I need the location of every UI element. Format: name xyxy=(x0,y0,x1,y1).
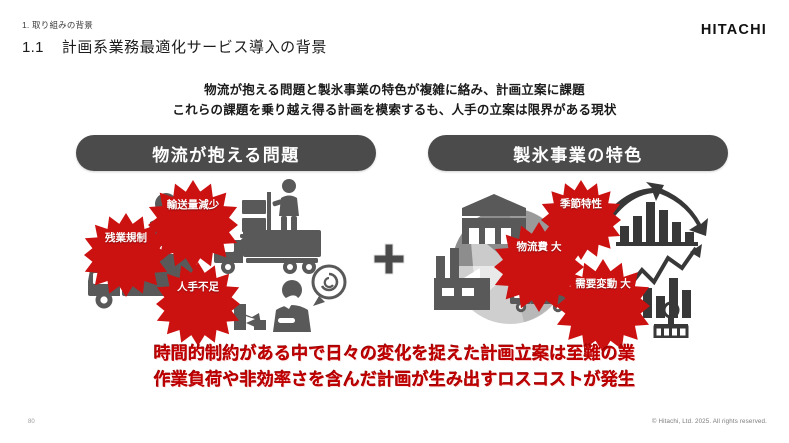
factory-icon xyxy=(434,248,490,310)
punchline-line-2: 作業負荷や非効率さを含んだ計画が生み出すロスコストが発生 xyxy=(153,370,636,389)
section-number: 1.1 xyxy=(22,39,44,56)
page-number: 80 xyxy=(28,419,35,425)
panel-heading-ice-business-label: 製氷事業の特色 xyxy=(513,145,643,165)
copyright-notice: © Hitachi, Ltd. 2025. All rights reserve… xyxy=(651,418,767,425)
panel-heading-ice-business: 製氷事業の特色 xyxy=(428,135,728,171)
badge-demand-volatility-high: 需要変動 大 xyxy=(556,259,650,353)
thought-bubble-icon xyxy=(311,264,347,306)
seasonal-bar-chart-icon xyxy=(600,182,708,246)
lead-text: 物流が抱える問題と製氷事業の特色が複雑に絡み、計画立案に課題 これらの課題を乗り… xyxy=(0,80,789,120)
badge-logistics-cost-high-label: 物流費 大 xyxy=(516,240,562,253)
panel-heading-logistics-label: 物流が抱える問題 xyxy=(152,145,300,165)
hitachi-logo: HITACHI xyxy=(700,22,767,38)
page-title: 1.1 計画系業務最適化サービス導入の背景 xyxy=(22,36,327,57)
lead-line-1: 物流が抱える問題と製氷事業の特色が複雑に絡み、計画立案に課題 xyxy=(204,83,585,97)
worried-person-icon xyxy=(273,280,311,332)
badge-demand-volatility-high-label: 需要変動 大 xyxy=(575,277,631,290)
punchline-line-1: 時間的制約がある中で日々の変化を捉えた計画立案は至難の業 xyxy=(153,344,636,363)
badge-seasonal-characteristics-label: 季節特性 xyxy=(560,197,602,210)
punchline: 時間的制約がある中で日々の変化を捉えた計画立案は至難の業 作業負荷や非効率さを含… xyxy=(0,341,789,393)
badge-labor-shortage-label: 人手不足 xyxy=(177,280,219,293)
badge-transport-volume-decline: 輸送量減少 xyxy=(148,180,238,270)
plus-icon xyxy=(372,242,406,276)
breadcrumb: 1. 取り組みの背景 xyxy=(22,20,93,30)
warehouse-worker-icon xyxy=(272,179,299,238)
section-title: 計画系業務最適化サービス導入の背景 xyxy=(61,39,327,56)
badge-seasonal-characteristics: 季節特性 xyxy=(541,180,621,260)
demand-volatility-chart-icon xyxy=(626,244,702,338)
badge-overtime-regulation: 残業規制 xyxy=(84,213,168,297)
badge-transport-volume-decline-label: 輸送量減少 xyxy=(166,198,220,211)
badge-labor-shortage: 人手不足 xyxy=(156,262,240,346)
lead-line-2: これらの課題を乗り越え得る計画を模索するも、人手の立案は限界がある現状 xyxy=(172,103,617,117)
badge-overtime-regulation-label: 残業規制 xyxy=(105,231,147,244)
panel-heading-logistics: 物流が抱える問題 xyxy=(76,135,376,171)
